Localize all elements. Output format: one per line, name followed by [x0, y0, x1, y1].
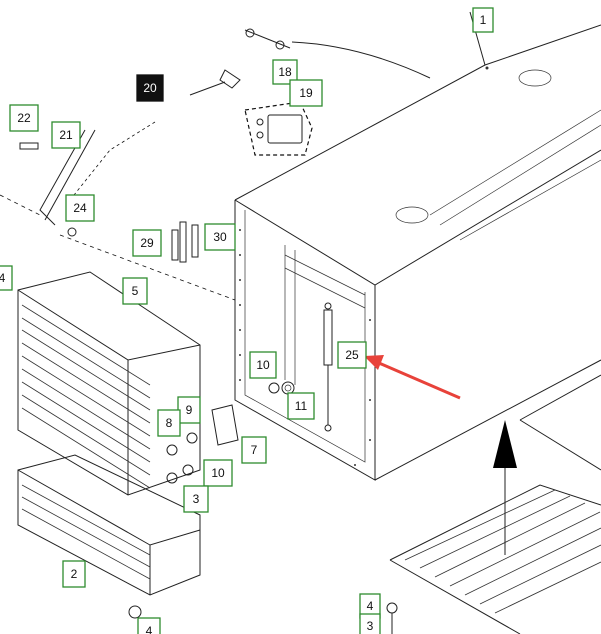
callout-20[interactable]: 20	[136, 74, 164, 102]
svg-text:11: 11	[295, 399, 308, 413]
svg-text:21: 21	[59, 128, 73, 142]
louver-grille-upper	[17, 271, 201, 496]
lift-direction-arrow	[493, 420, 517, 555]
bracket-detail	[244, 101, 313, 156]
callout-2[interactable]: 2	[62, 560, 86, 588]
callout-3-right[interactable]: 3	[359, 613, 381, 634]
callout-3-upper[interactable]: 3	[183, 485, 209, 513]
callout-11[interactable]: 11	[287, 392, 315, 420]
svg-text:5: 5	[132, 284, 139, 298]
svg-text:4: 4	[146, 624, 153, 634]
svg-text:7: 7	[251, 443, 258, 457]
callout-25[interactable]: 25	[337, 341, 367, 369]
main-housing	[234, 11, 601, 481]
svg-text:3: 3	[367, 619, 374, 633]
svg-text:25: 25	[345, 348, 359, 362]
callout-30[interactable]: 30	[204, 223, 236, 251]
mounting-hardware	[128, 404, 398, 634]
callout-9[interactable]: 9	[177, 396, 201, 424]
callout-5[interactable]: 5	[122, 277, 148, 305]
svg-text:4: 4	[0, 271, 6, 285]
svg-text:19: 19	[299, 86, 313, 100]
callout-10-lower[interactable]: 10	[203, 459, 233, 487]
svg-text:8: 8	[166, 416, 173, 430]
svg-text:10: 10	[256, 358, 270, 372]
small-brackets	[171, 221, 199, 263]
svg-text:29: 29	[140, 236, 154, 250]
floor-grille-panel	[389, 374, 601, 634]
callout-4-bottom[interactable]: 4	[137, 617, 161, 634]
gas-strut	[323, 302, 333, 432]
svg-text:24: 24	[73, 201, 87, 215]
callout-19[interactable]: 19	[289, 79, 323, 107]
svg-text:22: 22	[17, 111, 31, 125]
svg-text:9: 9	[186, 403, 193, 417]
callout-10-upper[interactable]: 10	[249, 351, 277, 379]
rivet-dots	[239, 66, 489, 466]
latch-linkage	[0, 28, 291, 301]
callout-7[interactable]: 7	[241, 436, 267, 464]
callout-4-left[interactable]: 4	[0, 265, 13, 291]
callout-22[interactable]: 22	[9, 104, 39, 132]
callout-21[interactable]: 21	[51, 121, 81, 149]
svg-text:18: 18	[278, 65, 292, 79]
louver-grille-lower	[17, 454, 201, 596]
washer-nut-set	[268, 381, 295, 395]
svg-text:4: 4	[367, 599, 374, 613]
callout-24[interactable]: 24	[65, 194, 95, 222]
svg-text:3: 3	[193, 492, 200, 506]
callout-29[interactable]: 29	[132, 229, 162, 257]
callout-8[interactable]: 8	[157, 409, 181, 437]
svg-text:10: 10	[211, 466, 225, 480]
svg-text:30: 30	[213, 230, 227, 244]
svg-text:20: 20	[143, 81, 157, 95]
callout-1[interactable]: 1	[472, 7, 494, 33]
svg-text:2: 2	[71, 567, 78, 581]
svg-text:1: 1	[480, 13, 487, 27]
red-pointer-arrow	[364, 355, 461, 400]
